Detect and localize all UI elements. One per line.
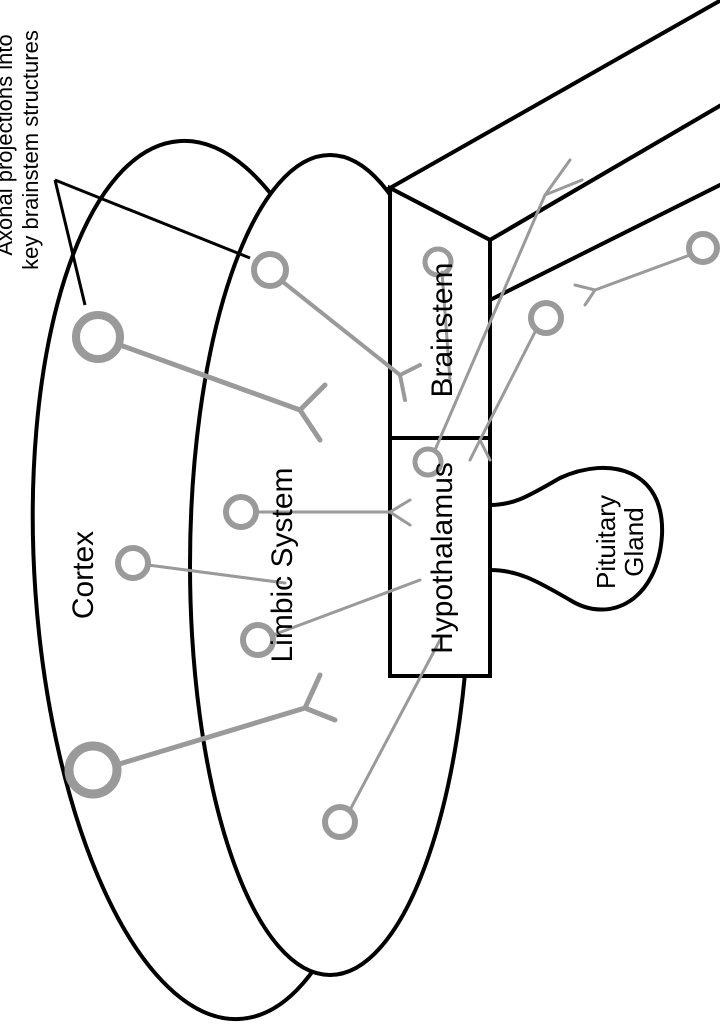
neuron-3 <box>115 545 287 585</box>
hypothalamus-label: Hypothalamus <box>426 462 459 654</box>
annotation-pointer <box>53 178 251 306</box>
limbic-system-label: Limbic System <box>266 467 299 662</box>
cortex-label: Cortex <box>67 531 100 619</box>
neuron-1 <box>72 311 328 443</box>
pituitary-label-line1: Pituitary <box>591 495 621 589</box>
brainstem-label: Brainstem <box>426 262 459 397</box>
neuron-7 <box>322 638 442 840</box>
neuron-5 <box>240 578 422 658</box>
neuron-9 <box>468 300 564 462</box>
neuron-10 <box>573 231 720 307</box>
axonal-projections-label-line1: Axonal projections into <box>0 34 17 255</box>
axonal-projections-label-line2: key brainstem structures <box>18 30 43 270</box>
neuron-2 <box>251 251 422 402</box>
pituitary-gland <box>488 465 665 612</box>
neuron-8 <box>412 158 584 478</box>
neuron-4 <box>223 494 412 530</box>
neuron-6 <box>64 672 338 799</box>
pituitary-label-line2: Gland <box>619 507 649 576</box>
